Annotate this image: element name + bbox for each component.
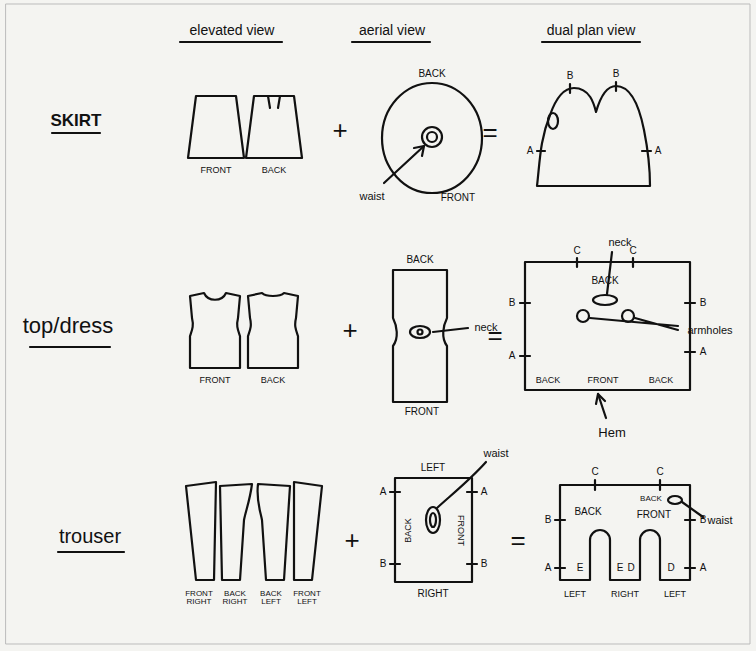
label: LEFT <box>564 590 586 599</box>
label: = <box>482 119 497 145</box>
label: A <box>700 563 707 573</box>
label: waist <box>483 448 508 459</box>
label: A <box>481 487 488 497</box>
label: BACK <box>591 276 618 286</box>
label: elevated view <box>190 23 275 37</box>
label: B <box>545 515 552 525</box>
label: BACK <box>406 255 433 265</box>
label: BACK <box>403 518 412 543</box>
label: E <box>617 563 624 573</box>
label: FRONT <box>201 166 232 175</box>
label: + <box>332 117 347 143</box>
label: FRONT LEFT <box>292 590 322 606</box>
label: B <box>700 515 707 525</box>
label: FRONT <box>200 376 231 385</box>
label: RIGHT <box>417 589 448 599</box>
label: B <box>613 69 620 79</box>
label: E <box>577 563 584 573</box>
label: B <box>380 559 387 569</box>
label: BACK RIGHT <box>220 590 250 606</box>
label: BACK <box>418 69 445 79</box>
label: BACK <box>574 507 601 517</box>
label: B <box>481 559 488 569</box>
label: RIGHT <box>611 590 639 599</box>
label: aerial view <box>359 23 425 37</box>
label: BACK <box>536 376 561 385</box>
label: FRONT <box>588 376 619 385</box>
label: A <box>527 146 534 156</box>
label: top/dress <box>23 315 114 337</box>
label: Hem <box>598 426 625 439</box>
paper-edge <box>6 4 750 644</box>
label: + <box>342 317 357 343</box>
label: B <box>509 298 516 308</box>
label: FRONT <box>405 407 439 417</box>
label: A <box>700 347 707 357</box>
label: waist <box>707 515 732 526</box>
label: FRONT <box>441 193 475 203</box>
label: B <box>567 71 574 81</box>
underlines <box>30 42 640 552</box>
label: BACK LEFT <box>256 590 286 606</box>
trouser-figures <box>186 462 703 582</box>
label: A <box>509 351 516 361</box>
label: trouser <box>59 526 121 546</box>
label: LEFT <box>421 463 445 473</box>
label: FRONT <box>456 515 465 546</box>
label: BACK <box>261 376 286 385</box>
label: = <box>487 322 502 348</box>
label: BACK <box>262 166 287 175</box>
label: FRONT <box>637 510 671 520</box>
label: armholes <box>687 325 732 336</box>
label: A <box>655 146 662 156</box>
label: C <box>573 246 580 256</box>
label: BACK <box>649 376 674 385</box>
label: D <box>667 563 674 573</box>
label: A <box>380 487 387 497</box>
label: SKIRT <box>51 112 102 129</box>
label: BACK <box>640 495 662 503</box>
label: neck <box>608 237 631 248</box>
label: LEFT <box>664 590 686 599</box>
label: C <box>591 467 598 477</box>
label: C <box>656 467 663 477</box>
label: waist <box>359 191 384 202</box>
label: dual plan view <box>547 23 636 37</box>
label: + <box>344 527 359 553</box>
label: = <box>510 527 525 553</box>
top-figures <box>190 252 695 418</box>
skirt-figures <box>188 82 651 193</box>
label: B <box>700 298 707 308</box>
label: D <box>627 563 634 573</box>
label: FRONT RIGHT <box>184 590 214 606</box>
label: A <box>545 563 552 573</box>
label: C <box>629 246 636 256</box>
